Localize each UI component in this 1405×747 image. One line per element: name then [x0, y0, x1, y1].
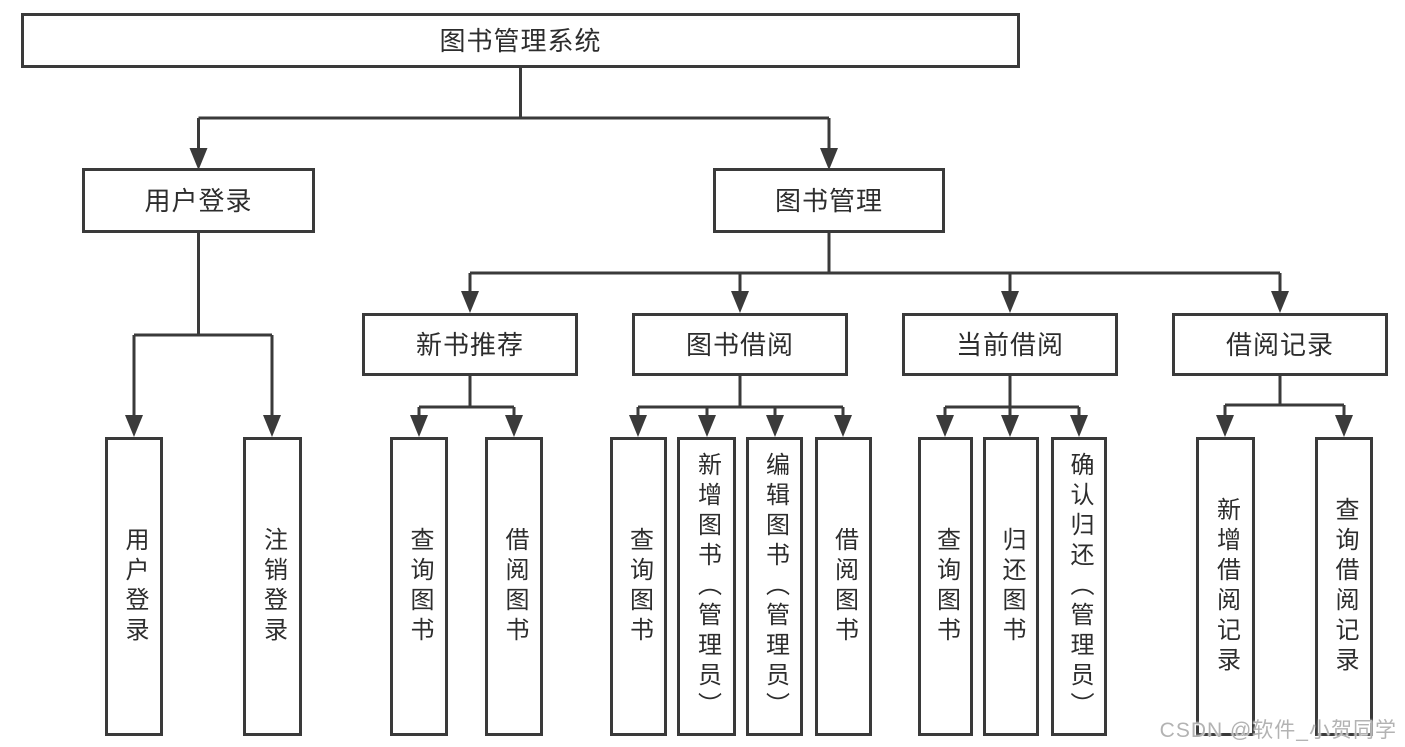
node-label: 注销登录 — [259, 526, 287, 647]
node-label: 借阅图书 — [830, 526, 858, 647]
connector-current-children — [943, 376, 1081, 417]
connector-user-login-children — [132, 233, 274, 417]
watermark: CSDN @软件_小贺同学 — [1159, 719, 1397, 742]
arrowheads-records — [1216, 415, 1353, 437]
node-label: 查询借阅记录 — [1331, 496, 1358, 677]
connector-borrow-children — [636, 376, 845, 417]
node-root: 图书管理系统 — [21, 13, 1020, 68]
node-label: 查询图书 — [932, 526, 960, 647]
arrow-down — [936, 415, 954, 437]
arrow-down — [820, 148, 838, 170]
arrow-down — [1001, 291, 1019, 313]
node-current-borrow: 当前借阅 — [902, 313, 1118, 376]
leaf-query-books-current: 查询图书 — [918, 437, 973, 736]
arrow-down — [698, 415, 716, 437]
arrow-down — [1271, 291, 1289, 313]
arrowheads-user-login — [125, 415, 281, 437]
node-label: 新增图书（管理员） — [693, 451, 721, 722]
node-label: 确认归还（管理员） — [1066, 451, 1093, 722]
leaf-add-book-admin: 新增图书（管理员） — [677, 437, 736, 736]
arrow-down — [461, 291, 479, 313]
node-label: 用户登录 — [144, 185, 253, 216]
leaf-return-books: 归还图书 — [983, 437, 1039, 736]
arrow-down — [731, 291, 749, 313]
arrow-down — [834, 415, 852, 437]
connector-root-to-level2 — [197, 68, 831, 150]
node-book-borrow: 图书借阅 — [632, 313, 848, 376]
node-label: 查询图书 — [625, 526, 653, 647]
node-label: 图书管理 — [774, 185, 883, 216]
arrowheads-level2 — [189, 148, 838, 170]
node-label: 编辑图书（管理员） — [761, 451, 789, 722]
node-borrow-records: 借阅记录 — [1172, 313, 1388, 376]
arrow-down — [766, 415, 784, 437]
leaf-query-borrow-record: 查询借阅记录 — [1315, 437, 1373, 736]
leaf-logout-login: 注销登录 — [243, 437, 302, 736]
node-label: 图书管理系统 — [439, 25, 602, 56]
leaf-confirm-return-admin: 确认归还（管理员） — [1051, 437, 1107, 736]
arrow-down — [1335, 415, 1353, 437]
arrow-down — [1216, 415, 1234, 437]
arrow-down — [263, 415, 281, 437]
arrow-down — [1001, 415, 1019, 437]
node-label: 借阅记录 — [1225, 329, 1334, 360]
arrowheads-level3 — [461, 291, 1289, 313]
node-label: 新增借阅记录 — [1212, 496, 1240, 677]
connector-book-mgmt-children — [468, 233, 1282, 293]
arrowheads-current — [936, 415, 1088, 437]
node-book-management: 图书管理 — [713, 168, 945, 233]
node-label: 新书推荐 — [415, 329, 524, 360]
node-label: 借阅图书 — [501, 526, 528, 647]
node-new-book-recommend: 新书推荐 — [362, 313, 578, 376]
leaf-add-borrow-record: 新增借阅记录 — [1196, 437, 1255, 736]
node-user-login: 用户登录 — [82, 168, 315, 233]
node-label: 图书借阅 — [685, 329, 794, 360]
leaf-query-books-recommend: 查询图书 — [390, 437, 448, 736]
arrow-down — [125, 415, 143, 437]
arrowheads-new-rec — [410, 415, 523, 437]
arrow-down — [1070, 415, 1088, 437]
node-label: 用户登录 — [121, 526, 148, 647]
arrow-down — [410, 415, 428, 437]
node-label: 归还图书 — [998, 526, 1025, 647]
connector-records-children — [1223, 376, 1346, 417]
arrowheads-borrow — [629, 415, 852, 437]
leaf-edit-book-admin: 编辑图书（管理员） — [746, 437, 803, 736]
leaf-borrow-books: 借阅图书 — [815, 437, 872, 736]
node-label: 查询图书 — [406, 526, 433, 647]
leaf-user-login: 用户登录 — [105, 437, 163, 736]
connector-new-rec-children — [417, 376, 516, 417]
node-label: 当前借阅 — [955, 329, 1064, 360]
arrow-down — [189, 148, 208, 170]
leaf-query-books-borrow: 查询图书 — [610, 437, 667, 736]
arrow-down — [629, 415, 647, 437]
arrow-down — [505, 415, 523, 437]
leaf-borrow-books-recommend: 借阅图书 — [485, 437, 543, 736]
